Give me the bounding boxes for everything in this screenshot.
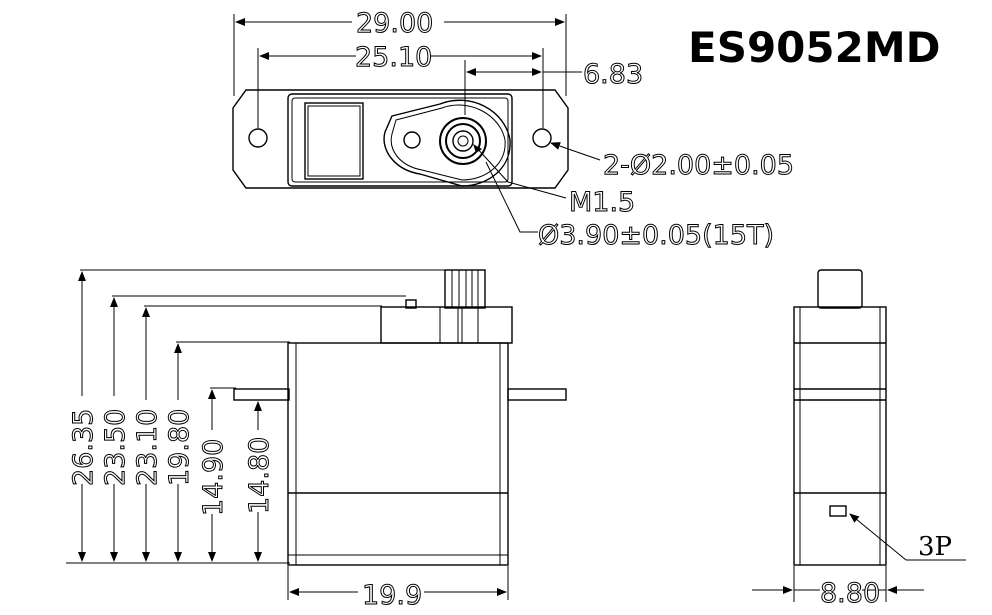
dim-width-holes: 25.10 xyxy=(355,42,432,73)
front-view xyxy=(66,269,567,600)
dim-height-flange-bottom: 14.80 xyxy=(244,437,275,514)
dim-width-overall: 29.00 xyxy=(356,8,433,39)
dim-spline: Ø3.90±0.05(15T) xyxy=(538,220,774,251)
connector-label: 3P xyxy=(918,532,952,562)
dim-thickness: 8.80 xyxy=(820,578,880,609)
dim-height-gear: 23.10 xyxy=(132,409,163,486)
dim-screw: M1.5 xyxy=(569,187,635,218)
dim-offset-shaft: 6.83 xyxy=(583,59,643,90)
model-title: ES9052MD xyxy=(688,23,941,72)
dim-height-flange-top: 14.90 xyxy=(198,439,229,516)
side-view xyxy=(752,269,966,602)
top-view xyxy=(232,14,601,233)
dim-height-case: 19.80 xyxy=(164,409,195,486)
dim-width-case: 19.9 xyxy=(362,580,422,611)
dim-height-top: 23.50 xyxy=(100,409,131,486)
dim-height-total: 26.35 xyxy=(68,409,99,486)
dim-hole-spec: 2-Ø2.00±0.05 xyxy=(603,150,794,181)
